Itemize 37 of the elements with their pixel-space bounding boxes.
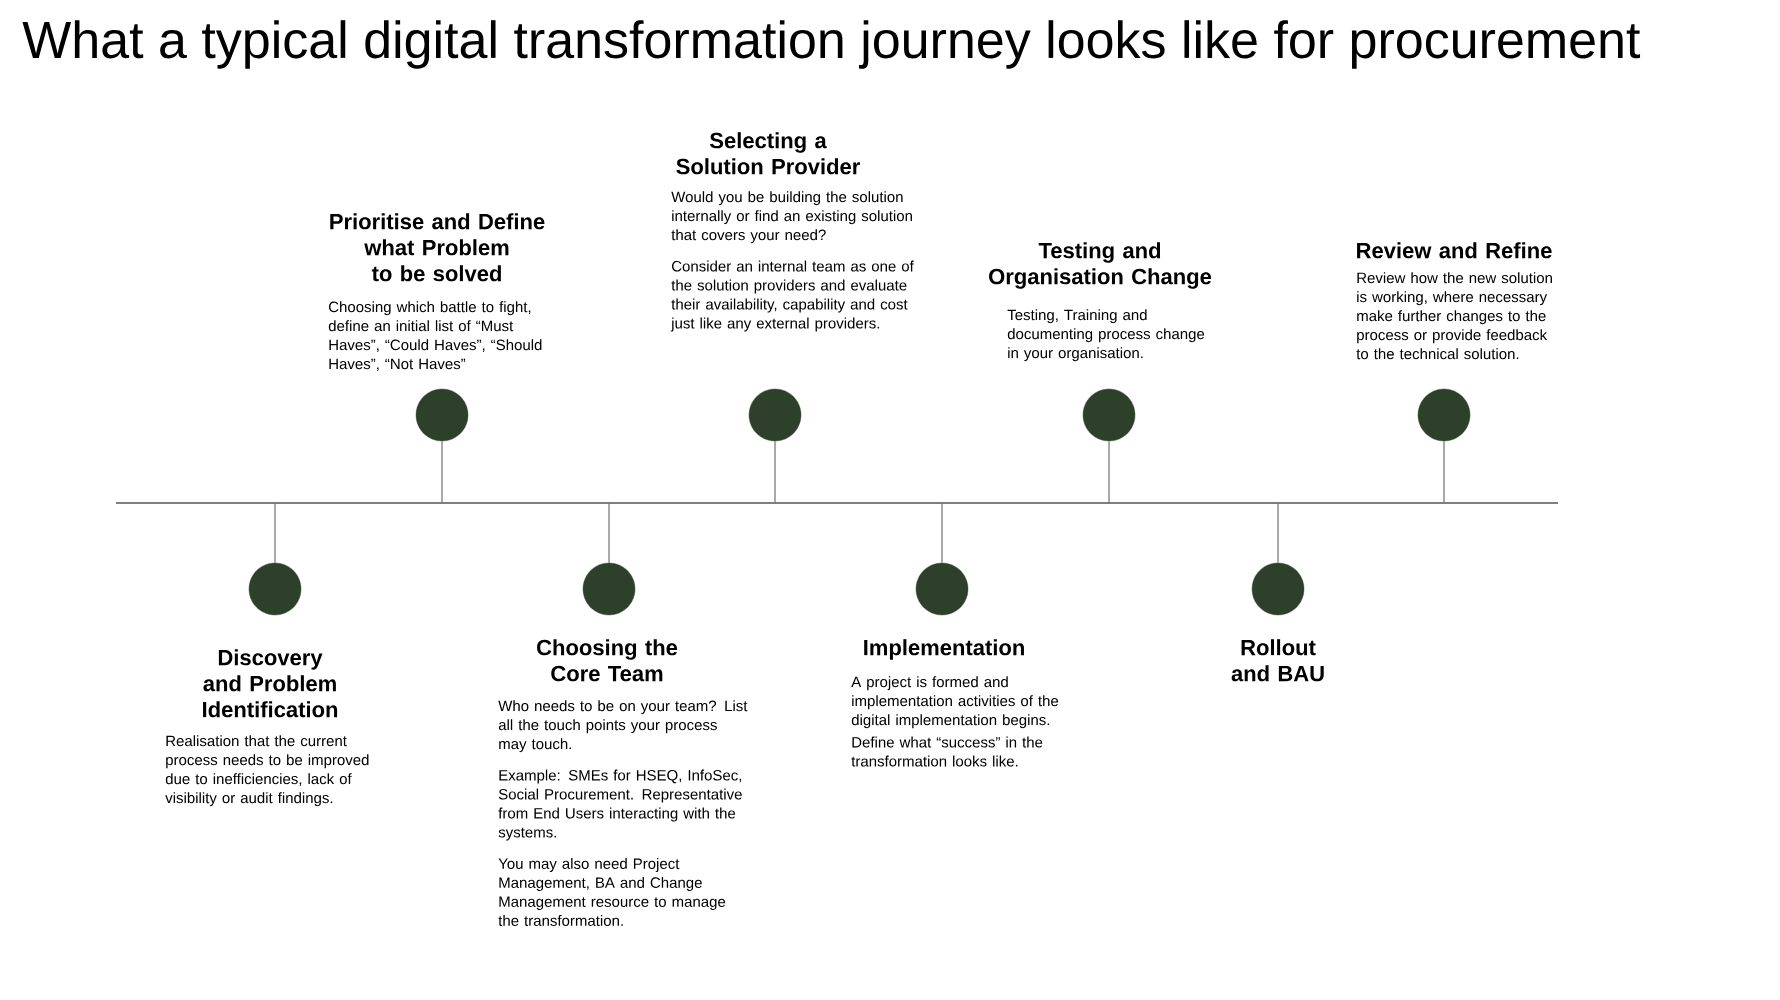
- milestone-description: Realisation that the current process needs to be improved due to inefficiencies, lack of visibility or audit findings.: [165, 735, 369, 807]
- milestone-heading: Discovery and Problem Identification: [203, 649, 338, 718]
- connector-line: [1443, 440, 1445, 503]
- milestone-heading: Rollout and BAU: [1231, 639, 1324, 682]
- connector-line: [774, 440, 776, 503]
- connector-line: [941, 503, 943, 564]
- milestone-dot: [1417, 388, 1471, 442]
- milestone-description: Consider an internal team as one of the solution providers and evaluate their availability, capability and cost just like any external providers.: [670, 260, 914, 332]
- milestone-dot: [748, 388, 802, 442]
- milestone-heading: Review and Refine: [1357, 242, 1552, 259]
- milestone-heading: Testing and Organisation Change: [989, 242, 1212, 289]
- milestone-description: Testing, Training and documenting process change in your organisation.: [1007, 309, 1205, 362]
- milestone-heading: Prioritise and Define what Problem to be solved: [330, 213, 545, 282]
- milestone-description: A project is formed and implementation activities of the digital implementation begins.: [851, 676, 1059, 729]
- milestone-description: Define what “success” in the transformation looks like.: [851, 736, 1043, 767]
- milestone-description: Example: SMEs for HSEQ, InfoSec, Social Procurement. Representative from End Users interacting with the systems.: [498, 769, 742, 841]
- connector-line: [274, 503, 276, 564]
- milestone-description: Review how the new solution is working, where necessary make further changes to the process or provide feedback to the technical solution.: [1356, 272, 1552, 360]
- milestone-description: You may also need Project Management, BA and Change Management resource to manage the transformation.: [498, 857, 726, 926]
- connector-line: [1108, 440, 1110, 503]
- milestone-heading: Implementation: [864, 639, 1024, 660]
- milestone-dot: [915, 562, 969, 616]
- milestone-heading: Selecting a Solution Provider: [676, 132, 860, 175]
- milestone-dot: [582, 562, 636, 616]
- connector-line: [608, 503, 610, 564]
- milestone-heading: Choosing the Core Team: [537, 639, 678, 682]
- milestone-description: Would you be building the solution internally or find an existing solution that covers your need?: [671, 191, 912, 244]
- connector-line: [1277, 503, 1279, 564]
- milestone-dot: [1082, 388, 1136, 442]
- connector-line: [441, 440, 443, 503]
- timeline-line: [116, 502, 1558, 504]
- milestone-dot: [1251, 562, 1305, 616]
- milestone-description: Who needs to be on your team? List all the touch points your process may touch.: [498, 700, 748, 753]
- milestone-dot: [415, 388, 469, 442]
- milestone-description: Choosing which battle to fight, define an initial list of “Must Haves”, “Could Haves”, “Should Haves”, “Not Haves”: [328, 301, 542, 371]
- title: What a typical digital transformation journey looks like for procurement: [22, 20, 1641, 69]
- milestone-dot: [248, 562, 302, 616]
